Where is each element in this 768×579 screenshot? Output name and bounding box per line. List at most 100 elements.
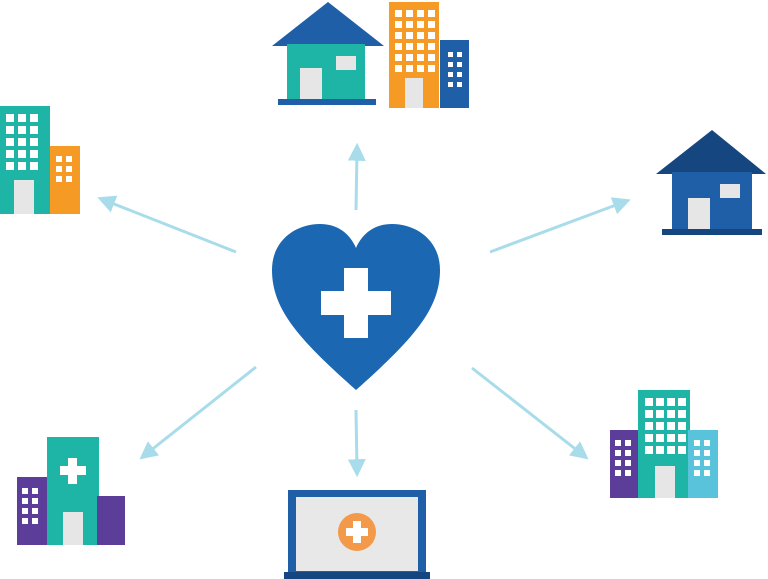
window bbox=[66, 156, 72, 162]
window bbox=[615, 470, 621, 476]
window bbox=[417, 43, 424, 50]
window bbox=[66, 166, 72, 172]
window bbox=[704, 470, 710, 476]
window bbox=[428, 10, 435, 17]
window bbox=[32, 488, 38, 494]
window bbox=[625, 440, 631, 446]
window bbox=[615, 460, 621, 466]
window bbox=[18, 126, 26, 134]
window bbox=[395, 54, 402, 61]
window bbox=[406, 65, 413, 72]
window bbox=[406, 21, 413, 28]
window bbox=[667, 446, 675, 454]
window bbox=[667, 410, 675, 418]
arrows bbox=[97, 142, 631, 478]
window bbox=[428, 21, 435, 28]
office-buildings-icon bbox=[610, 390, 718, 498]
window bbox=[704, 440, 710, 446]
window bbox=[22, 508, 28, 514]
window bbox=[56, 166, 62, 172]
window bbox=[645, 446, 653, 454]
window bbox=[678, 410, 686, 418]
window bbox=[417, 54, 424, 61]
window bbox=[18, 162, 26, 170]
window bbox=[395, 32, 402, 39]
window bbox=[22, 518, 28, 524]
window bbox=[18, 138, 26, 146]
window bbox=[457, 62, 462, 67]
arrow-to-bottom-left bbox=[139, 365, 257, 460]
window bbox=[395, 65, 402, 72]
house-icon bbox=[656, 130, 766, 235]
window bbox=[406, 10, 413, 17]
window bbox=[625, 470, 631, 476]
window bbox=[448, 82, 453, 87]
window bbox=[30, 150, 38, 158]
window bbox=[694, 470, 700, 476]
window bbox=[30, 162, 38, 170]
window bbox=[417, 32, 424, 39]
window bbox=[625, 460, 631, 466]
window bbox=[645, 398, 653, 406]
heart-plus-icon bbox=[272, 224, 440, 390]
window bbox=[6, 138, 14, 146]
window bbox=[32, 518, 38, 524]
window bbox=[6, 162, 14, 170]
window bbox=[30, 114, 38, 122]
window bbox=[406, 43, 413, 50]
window bbox=[645, 410, 653, 418]
window bbox=[457, 82, 462, 87]
window bbox=[395, 10, 402, 17]
window bbox=[428, 32, 435, 39]
window bbox=[448, 72, 453, 77]
window bbox=[678, 446, 686, 454]
window bbox=[457, 52, 462, 57]
window bbox=[457, 72, 462, 77]
window bbox=[656, 422, 664, 430]
window bbox=[645, 422, 653, 430]
window bbox=[625, 450, 631, 456]
window bbox=[56, 176, 62, 182]
window bbox=[678, 422, 686, 430]
arrow-to-top bbox=[347, 142, 366, 211]
arrow-to-right bbox=[489, 197, 631, 254]
window bbox=[32, 498, 38, 504]
window bbox=[417, 65, 424, 72]
window bbox=[667, 422, 675, 430]
window bbox=[704, 460, 710, 466]
window bbox=[615, 440, 621, 446]
window bbox=[667, 398, 675, 406]
window bbox=[448, 62, 453, 67]
window bbox=[656, 434, 664, 442]
window bbox=[704, 450, 710, 456]
window bbox=[694, 440, 700, 446]
window bbox=[428, 65, 435, 72]
window bbox=[30, 138, 38, 146]
window bbox=[32, 508, 38, 514]
window bbox=[417, 10, 424, 17]
window bbox=[428, 43, 435, 50]
house-with-buildings-icon bbox=[272, 2, 469, 108]
window bbox=[395, 43, 402, 50]
window bbox=[406, 32, 413, 39]
apartment-buildings-icon bbox=[0, 106, 80, 214]
window bbox=[678, 434, 686, 442]
building-windows bbox=[6, 10, 710, 524]
window bbox=[6, 126, 14, 134]
telehealth-laptop-icon bbox=[284, 490, 430, 579]
window bbox=[22, 498, 28, 504]
window bbox=[615, 450, 621, 456]
window bbox=[18, 150, 26, 158]
window bbox=[678, 398, 686, 406]
window bbox=[656, 398, 664, 406]
window bbox=[694, 450, 700, 456]
window bbox=[22, 488, 28, 494]
window bbox=[667, 434, 675, 442]
window bbox=[30, 126, 38, 134]
window bbox=[66, 176, 72, 182]
arrow-to-top-left bbox=[97, 195, 237, 254]
window bbox=[18, 114, 26, 122]
arrow-to-bottom-right bbox=[471, 366, 589, 460]
window bbox=[6, 114, 14, 122]
